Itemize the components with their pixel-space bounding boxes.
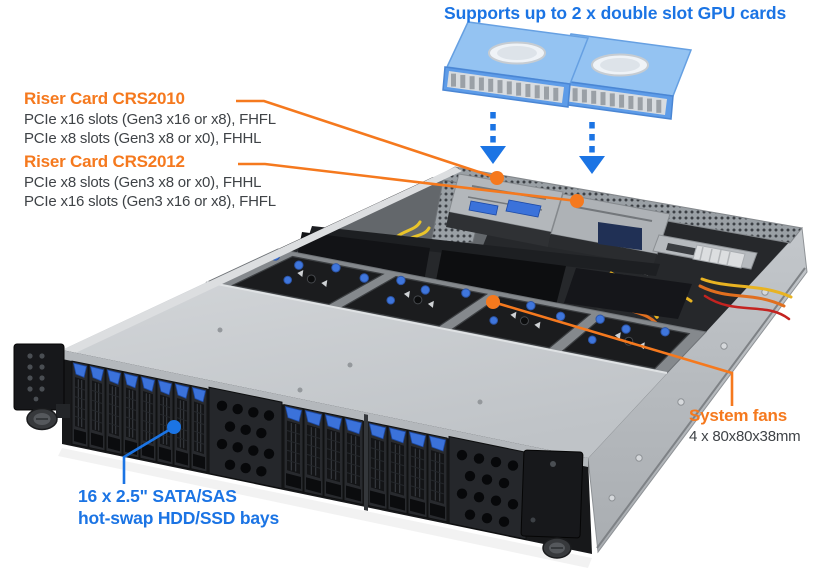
riser-crs2010-line1: PCIe x16 slots (Gen3 x16 or x8), FHFL xyxy=(24,111,276,128)
chassis-left-edge xyxy=(62,167,462,356)
front-face xyxy=(13,343,592,559)
down-arrow-icon-right xyxy=(579,122,605,174)
front-top-cover xyxy=(62,281,668,458)
callout-dot-crs2010 xyxy=(490,171,504,185)
callout-line-hdd-bays xyxy=(122,420,181,484)
hdd-bays-line2: hot-swap HDD/SSD bays xyxy=(78,507,279,528)
blank-vent-panels xyxy=(208,386,527,540)
hdd-tray-row xyxy=(71,360,448,523)
riser-crs2010-title: Riser Card CRS2010 xyxy=(24,89,185,108)
riser-crs2012-title: Riser Card CRS2012 xyxy=(24,152,185,171)
chassis xyxy=(13,166,808,568)
riser-crs2012-callout: Riser Card CRS2012 PCIe x8 slots (Gen3 x… xyxy=(24,152,276,211)
bay-divider xyxy=(364,414,368,511)
system-fans-title: System fans xyxy=(689,406,787,425)
callout-line-system-fans xyxy=(486,295,734,406)
riser-crs2012-line2: PCIe x16 slots (Gen3 x16 or x8), FHFL xyxy=(24,192,276,210)
gpu-card-icon-left xyxy=(442,21,590,108)
gpu-support-label: Supports up to 2 x double slot GPU cards xyxy=(444,3,787,23)
callout-dot-system-fans xyxy=(486,295,500,309)
cpu-heatsink xyxy=(692,244,746,269)
callout-line-crs2012 xyxy=(238,162,584,208)
system-fans-line1: 4 x 80x80x38mm xyxy=(689,428,801,445)
rack-ear-right xyxy=(520,449,584,559)
chassis-shadow xyxy=(58,448,592,568)
riser-cage-crs2012 xyxy=(505,193,671,266)
riser-crs2010-line2: PCIe x8 slots (Gen3 x8 or x0), FHHL xyxy=(24,129,262,147)
callout-line-crs2010 xyxy=(236,99,504,185)
hdd-bays-callout: 16 x 2.5" SATA/SAS hot-swap HDD/SSD bays xyxy=(78,486,279,529)
down-arrow-icon-left xyxy=(480,112,506,164)
callout-dot-crs2012 xyxy=(570,194,584,208)
riser-crs2010-callout: Riser Card CRS2010 PCIe x16 slots (Gen3 … xyxy=(24,89,276,148)
callout-dot-hdd-bays xyxy=(167,420,181,434)
hdd-bays-line1: 16 x 2.5" SATA/SAS xyxy=(78,486,237,506)
rack-ear-left xyxy=(13,343,70,431)
system-fans-callout: System fans 4 x 80x80x38mm xyxy=(689,406,801,447)
riser-crs2012-line1: PCIe x8 slots (Gen3 x8 or x0), FHHL xyxy=(24,174,262,191)
